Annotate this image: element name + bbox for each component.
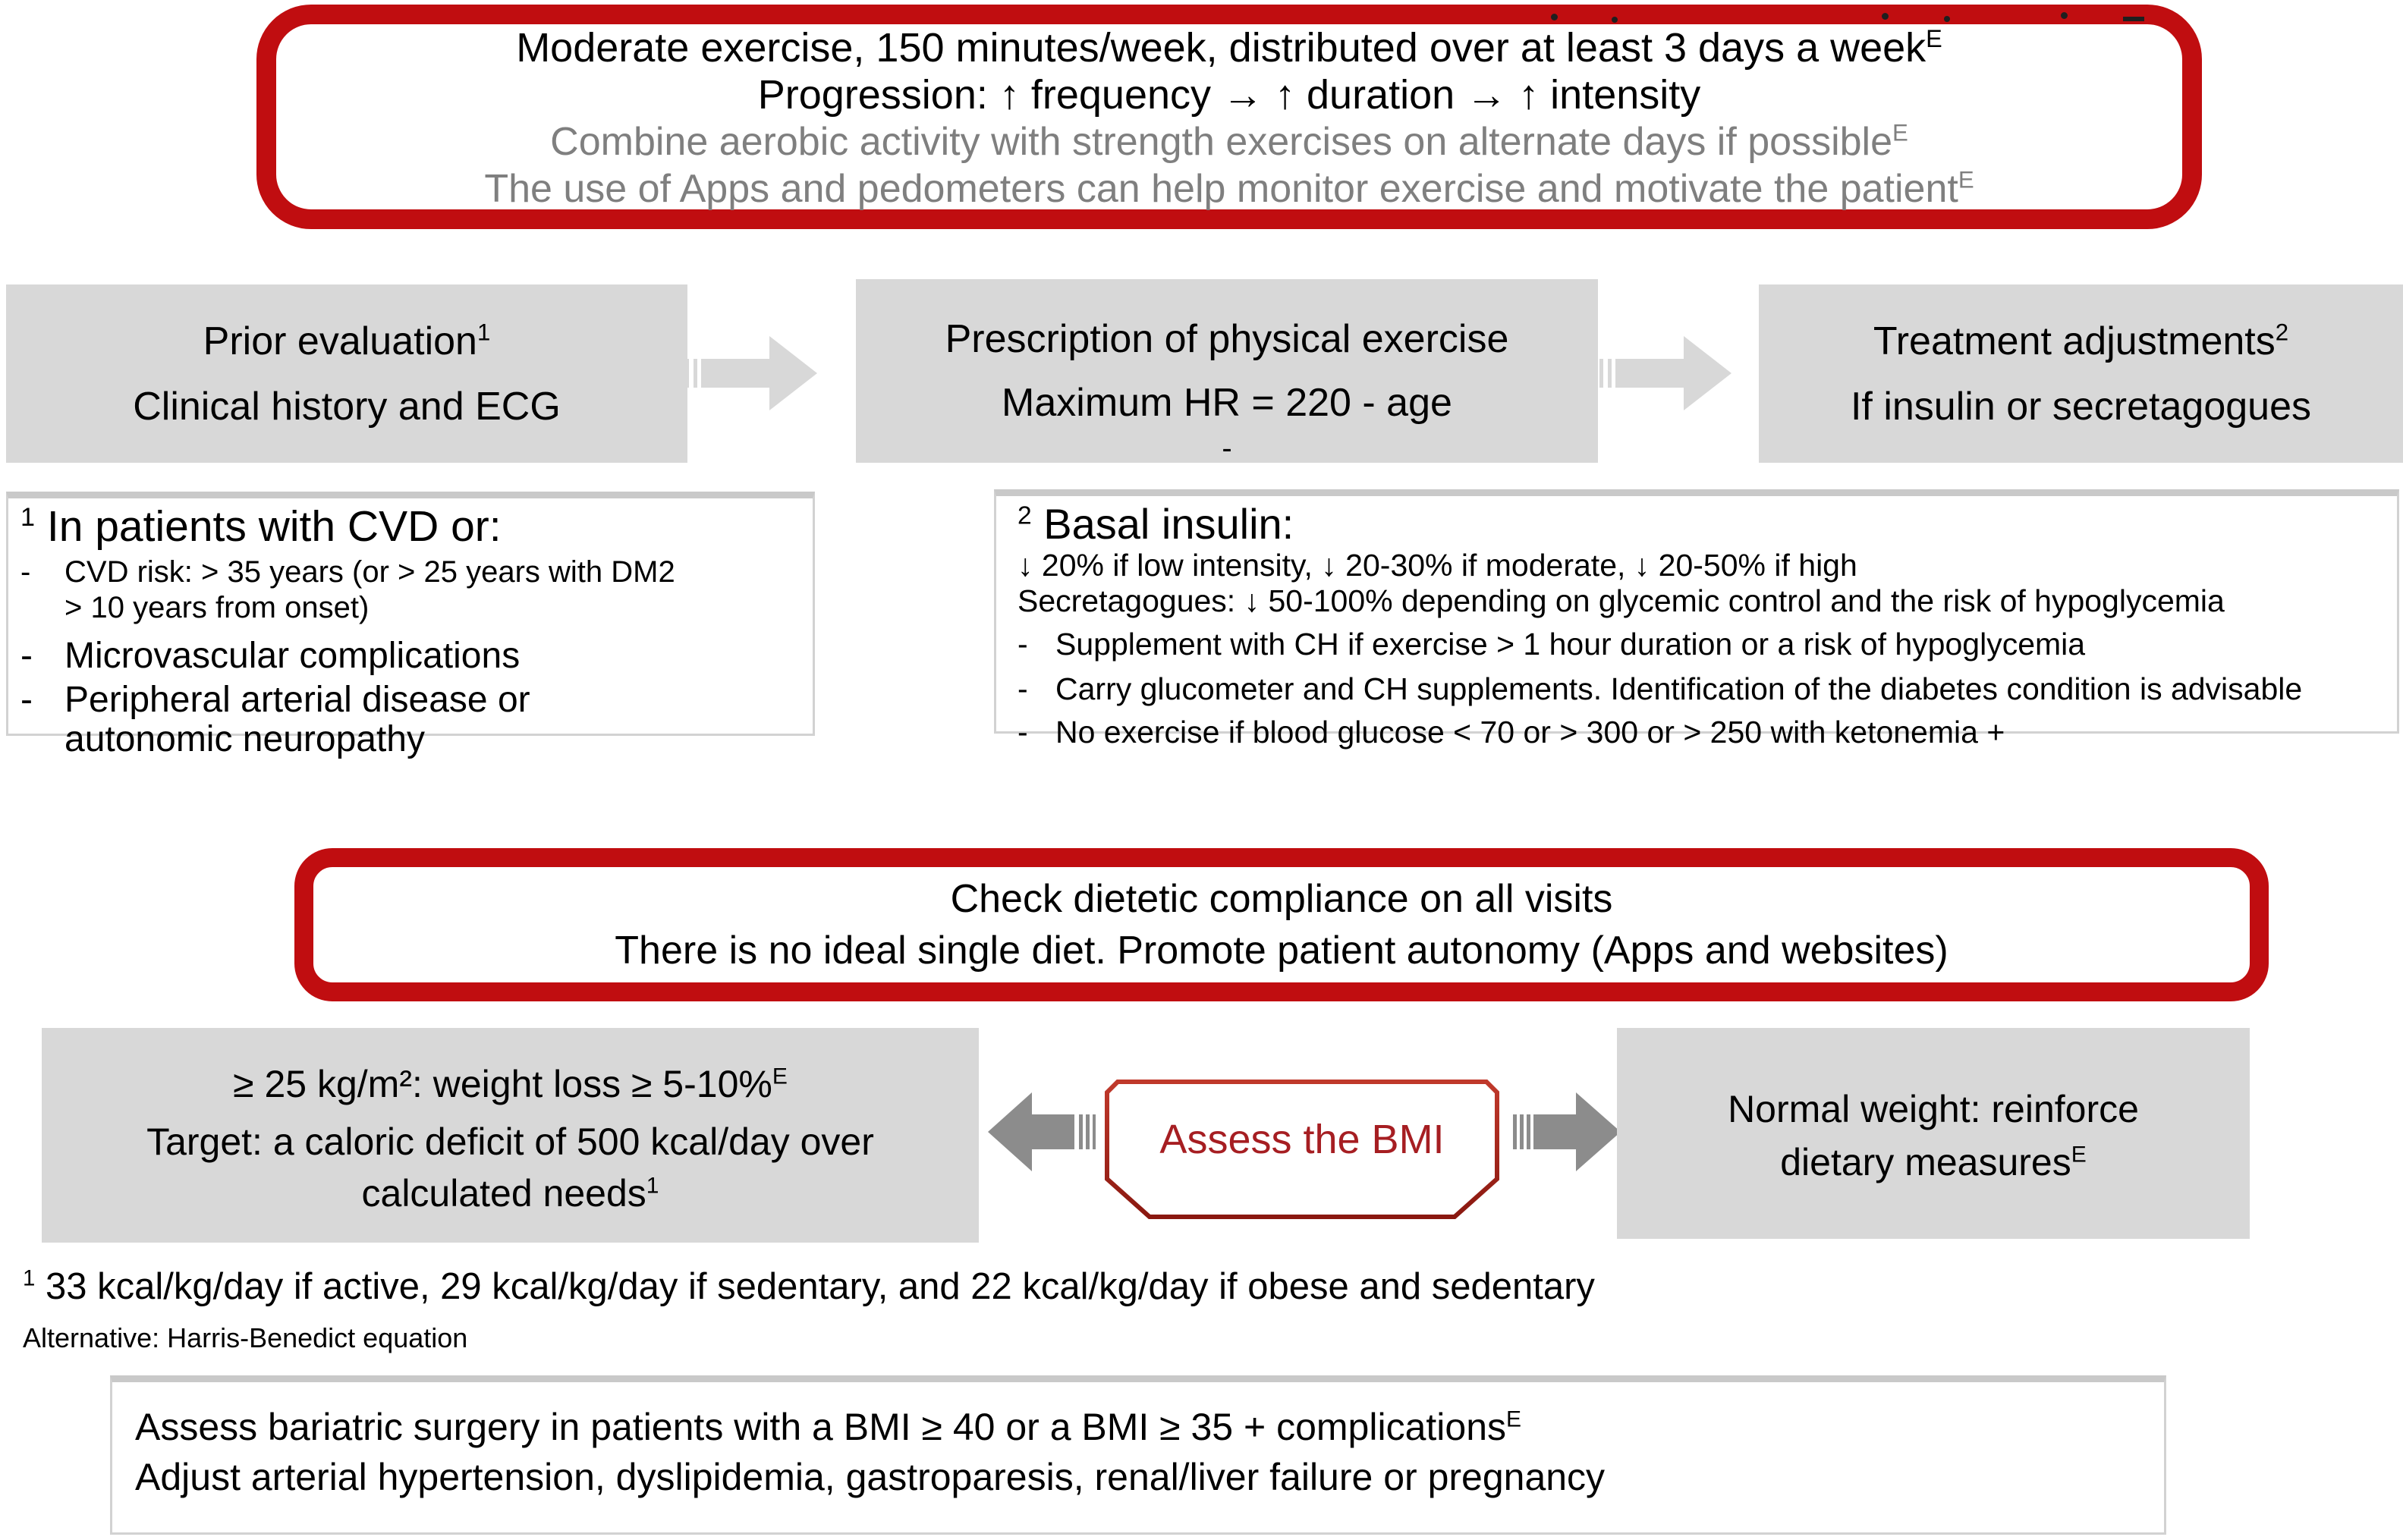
bullet-dash: - — [20, 555, 31, 589]
prescription-formula: Maximum HR = 220 - age — [1002, 381, 1452, 425]
cropped-text-remnant — [1882, 13, 1889, 20]
cropped-text-remnant — [1944, 16, 1950, 22]
bullet-dash: - — [20, 680, 33, 720]
treatment-detail: If insulin or secretagogues — [1850, 384, 2311, 429]
assess-bmi-label: Assess the BMI — [1159, 1117, 1445, 1162]
footnote-superscript: 1 — [477, 319, 491, 346]
cropped-text-remnant — [2123, 17, 2144, 21]
cvd-bullet-risk: - CVD risk: > 35 years (or > 25 years wi… — [20, 555, 675, 624]
kcal-footnote-line: 1 33 kcal/kg/day if active, 29 kcal/kg/d… — [23, 1265, 1595, 1307]
evidence-superscript: E — [1506, 1406, 1522, 1432]
bullet-dash: - — [20, 636, 33, 676]
exercise-line-combine: Combine aerobic activity with strength e… — [550, 119, 1908, 164]
diet-line-check: Check dietetic compliance on all visits — [950, 877, 1613, 921]
harris-benedict-line: Alternative: Harris-Benedict equation — [23, 1322, 468, 1353]
bariatric-line1: Assess bariatric surgery in patients wit… — [135, 1406, 1522, 1448]
treatment-title: Treatment adjustments2 — [1873, 319, 2289, 363]
bullet-dash: - — [1018, 715, 1028, 750]
insulin-bullet-glucometer: - Carry glucometer and CH supplements. I… — [1018, 671, 2303, 706]
exercise-line-apps: The use of Apps and pedometers can help … — [484, 166, 1974, 211]
overweight-target-line: Target: a caloric deficit of 500 kcal/da… — [146, 1120, 874, 1163]
bullet-dash: - — [1018, 671, 1028, 706]
cvd-footnote-box: 1 In patients with CVD or: - CVD risk: >… — [6, 492, 815, 759]
prescription-dash: - — [1222, 432, 1232, 465]
evidence-superscript: E — [1958, 166, 1974, 193]
evidence-superscript: E — [1926, 25, 1942, 52]
diet-compliance-box: Check dietetic compliance on all visits … — [294, 848, 2269, 1001]
evidence-superscript: E — [2071, 1142, 2087, 1168]
bariatric-surgery-box: Assess bariatric surgery in patients wit… — [110, 1375, 2166, 1535]
cropped-text-remnant — [1551, 14, 1558, 20]
footnote-superscript: 1 — [20, 503, 36, 532]
evidence-superscript: E — [772, 1063, 788, 1089]
bmi-arrow-left-icon — [988, 1092, 1096, 1171]
normal-weight-line1: Normal weight: reinforce — [1728, 1088, 2139, 1130]
prescription-box: Prescription of physical exercise Maximu… — [856, 279, 1598, 465]
exercise-line-progression: Progression: ↑ frequency → ↑ duration → … — [757, 72, 1701, 118]
footnote-superscript: 1 — [23, 1265, 36, 1291]
insulin-note-heading: 2 Basal insulin: — [1018, 500, 1294, 548]
normal-weight-box: Normal weight: reinforce dietary measure… — [1617, 1028, 2250, 1239]
bariatric-line2: Adjust arterial hypertension, dyslipidem… — [135, 1456, 1606, 1498]
prior-evaluation-detail: Clinical history and ECG — [133, 384, 561, 429]
prior-evaluation-title: Prior evaluation1 — [203, 319, 491, 363]
insulin-reduction-line: ↓ 20% if low intensity, ↓ 20-30% if mode… — [1018, 548, 1857, 583]
cropped-text-remnant — [2061, 12, 2068, 19]
bmi-arrow-right-icon — [1513, 1092, 1621, 1171]
flow-arrow-right-icon — [1599, 336, 1731, 410]
insulin-footnote-box: 2 Basal insulin: ↓ 20% if low intensity,… — [994, 489, 2399, 750]
normal-weight-line2: dietary measuresE — [1780, 1141, 2087, 1183]
footnote-superscript: 2 — [2275, 319, 2289, 346]
exercise-line-moderate: Moderate exercise, 150 minutes/week, dis… — [516, 25, 1942, 71]
secretagogues-line: Secretagogues: ↓ 50-100% depending on gl… — [1018, 583, 2225, 618]
diet-line-no-ideal: There is no ideal single diet. Promote p… — [615, 929, 1949, 973]
evidence-superscript: E — [1892, 119, 1908, 146]
exercise-recommendation-box: Moderate exercise, 150 minutes/week, dis… — [256, 5, 2202, 229]
treatment-adjustments-box: Treatment adjustments2 If insulin or sec… — [1759, 284, 2403, 463]
cvd-note-heading: 1 In patients with CVD or: — [20, 502, 502, 551]
cropped-text-remnant — [1612, 17, 1618, 23]
bullet-dash: - — [1018, 627, 1028, 662]
cvd-bullet-microvascular: - Microvascular complications — [20, 636, 521, 676]
footnote-superscript: 2 — [1018, 501, 1032, 530]
overweight-box: ≥ 25 kg/m²: weight loss ≥ 5-10%E Target:… — [42, 1028, 979, 1243]
insulin-bullet-supplement: - Supplement with CH if exercise > 1 hou… — [1018, 627, 2086, 662]
assess-bmi-shape — [1105, 1080, 1499, 1219]
prior-evaluation-box: Prior evaluation1 Clinical history and E… — [6, 284, 687, 463]
flow-arrow-right-icon — [685, 336, 817, 410]
prescription-title: Prescription of physical exercise — [945, 317, 1509, 361]
insulin-bullet-no-exercise: - No exercise if blood glucose < 70 or >… — [1018, 715, 2005, 750]
overweight-needs-line: calculated needs1 — [361, 1171, 659, 1215]
overweight-threshold-line: ≥ 25 kg/m²: weight loss ≥ 5-10%E — [233, 1062, 788, 1105]
footnote-superscript: 1 — [646, 1172, 659, 1198]
